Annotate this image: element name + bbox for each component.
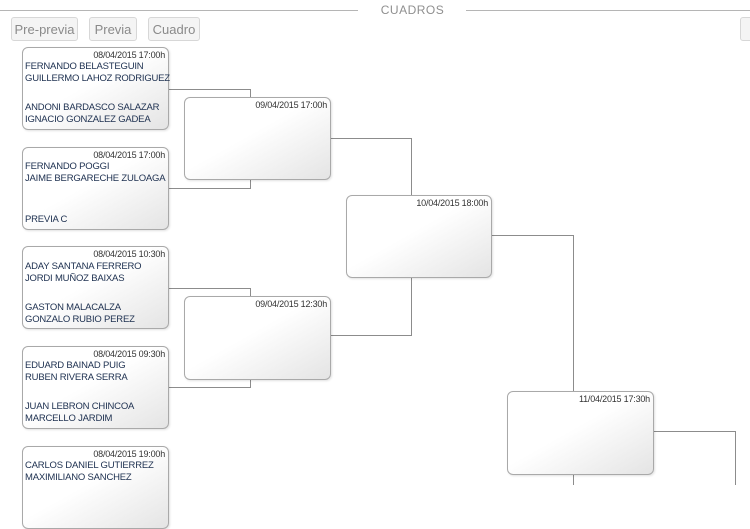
match-date: 08/04/2015 10:30h — [93, 249, 165, 259]
match-card-r1-1[interactable]: 08/04/2015 17:00h FERNANDO BELASTEGUIN G… — [22, 47, 170, 130]
player-name: ADAY SANTANA FERRERO — [25, 261, 142, 272]
match-date: 08/04/2015 17:00h — [93, 150, 165, 160]
match-card-r1-3[interactable]: 08/04/2015 10:30h ADAY SANTANA FERRERO J… — [22, 246, 169, 329]
match-card-r2-1[interactable]: 09/04/2015 17:00h — [184, 97, 331, 180]
player-name: JUAN LEBRON CHINCOA — [25, 401, 135, 412]
player-name: FERNANDO BELASTEGUIN — [25, 61, 144, 72]
player-name: JORDI MUÑOZ BAIXAS — [25, 273, 125, 284]
match-card-r1-2[interactable]: 08/04/2015 17:00h FERNANDO POGGI JAIME B… — [22, 147, 169, 230]
match-card-r4-1[interactable]: 11/04/2015 17:30h — [507, 391, 654, 475]
match-card-r3-1[interactable]: 10/04/2015 18:00h — [346, 195, 492, 278]
tab-pre-previa[interactable]: Pre-previa — [11, 17, 78, 41]
section-title: CUADROS — [380, 3, 445, 17]
player-name: FERNANDO POGGI — [25, 161, 110, 172]
player-name: IGNACIO GONZALEZ GADEA — [25, 114, 151, 125]
player-name: PREVIA C — [25, 214, 68, 225]
match-card-r2-2[interactable]: 09/04/2015 12:30h — [184, 296, 331, 380]
match-card-r1-4[interactable]: 08/04/2015 09:30h EDUARD BAINAD PUIG RUB… — [22, 346, 169, 429]
player-name: ANDONI BARDASCO SALAZAR — [25, 102, 160, 113]
player-name: GASTON MALACALZA — [25, 302, 121, 313]
player-name: MAXIMILIANO SANCHEZ — [25, 472, 132, 483]
player-name: GONZALO RUBIO PEREZ — [25, 314, 135, 325]
match-date: 11/04/2015 17:30h — [578, 394, 650, 404]
match-card-r1-5[interactable]: 08/04/2015 19:00h CARLOS DANIEL GUTIERRE… — [22, 446, 169, 529]
match-date: 09/04/2015 12:30h — [255, 299, 327, 309]
header-divider-right — [466, 10, 750, 11]
match-date: 09/04/2015 17:00h — [255, 100, 327, 110]
player-name: MARCELLO JARDIM — [25, 413, 113, 424]
player-name: GUILLERMO LAHOZ RODRIGUEZ — [25, 73, 170, 84]
match-date: 08/04/2015 17:00h — [93, 50, 165, 60]
match-date: 08/04/2015 09:30h — [93, 349, 165, 359]
match-date: 10/04/2015 18:00h — [416, 198, 488, 208]
player-name: RUBEN RIVERA SERRA — [25, 372, 128, 383]
player-name: JAIME BERGARECHE ZULOAGA — [25, 173, 166, 184]
match-date: 08/04/2015 19:00h — [93, 449, 165, 459]
player-name: EDUARD BAINAD PUIG — [25, 360, 126, 371]
player-name: CARLOS DANIEL GUTIERREZ — [25, 460, 154, 471]
header-divider-left — [0, 10, 358, 11]
tab-previa[interactable]: Previa — [89, 17, 137, 41]
tab-overflow[interactable] — [740, 17, 750, 41]
tab-cuadro[interactable]: Cuadro — [148, 17, 200, 41]
